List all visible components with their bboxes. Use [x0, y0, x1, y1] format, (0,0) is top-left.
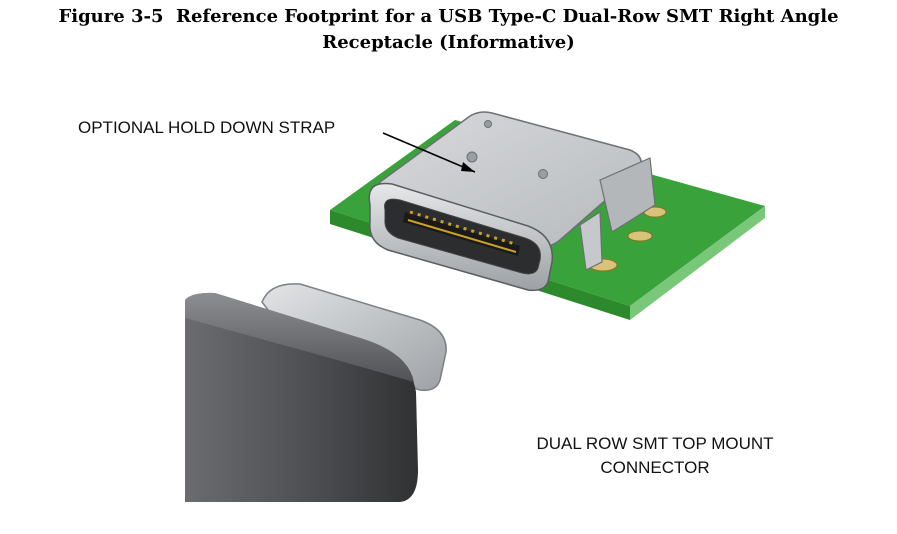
caption-line-2: Receptacle (Informative) [322, 32, 575, 53]
hold-down-strap-label: OPTIONAL HOLD DOWN STRAP [78, 118, 336, 137]
connector-label: DUAL ROW SMT TOP MOUNT CONNECTOR [490, 432, 820, 480]
connector-label-line-1: DUAL ROW SMT TOP MOUNT [536, 434, 774, 453]
connector-label-line-2: CONNECTOR [600, 458, 710, 477]
usb-c-plug [185, 283, 447, 502]
callout-leader [382, 132, 476, 173]
receptacle-shell [368, 111, 656, 292]
figure-caption: Figure 3-5 Reference Footprint for a USB… [0, 4, 897, 56]
caption-line-1: Figure 3-5 Reference Footprint for a USB… [58, 6, 839, 27]
